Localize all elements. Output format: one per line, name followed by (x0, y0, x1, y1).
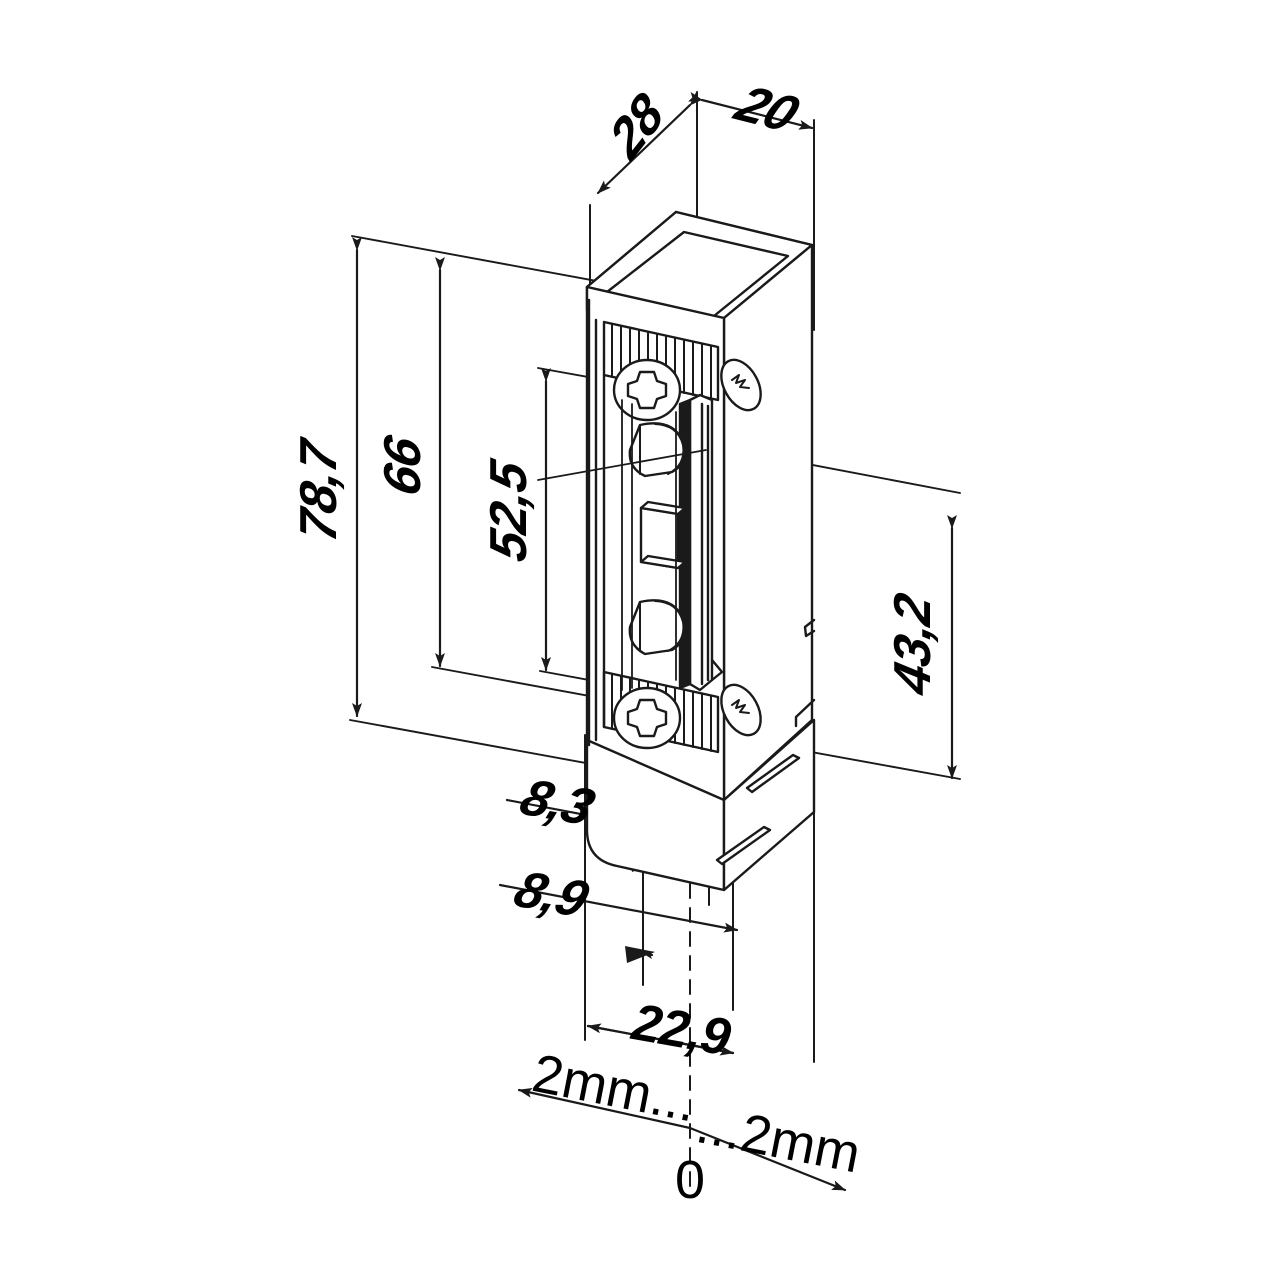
tolerance-labels: 2mm... ...2mm 0 (528, 1043, 865, 1210)
inner-guides (621, 399, 677, 691)
label-22-9: 22,9 (627, 993, 735, 1067)
faceplate-bottom-extension (585, 718, 816, 892)
label-2mm-right: ...2mm (692, 1094, 865, 1184)
label-78-7: 78,7 (290, 433, 348, 546)
electric-strike-assembly (537, 210, 816, 892)
label-28: 28 (600, 80, 674, 172)
faceplate-strip (587, 298, 606, 747)
screw-torx-upper (612, 358, 682, 422)
label-66: 66 (374, 430, 432, 500)
center-block (639, 500, 687, 570)
label-8-9: 8,9 (507, 861, 596, 928)
dimension-28 (596, 92, 703, 195)
tolerance-arrow-line (517, 1087, 847, 1192)
adjuster-marker-lower (720, 683, 762, 737)
roller-cam-lower (628, 599, 686, 656)
dimension-20 (688, 91, 814, 130)
screw-torx-lower (612, 686, 682, 750)
label-43-2: 43,2 (884, 589, 942, 700)
label-zero: 0 (675, 1150, 705, 1210)
adjuster-marker-upper (720, 358, 762, 412)
dimension-8-9 (498, 883, 739, 933)
leader-line (537, 449, 707, 481)
label-52-5: 52,5 (480, 455, 538, 566)
dimension-22-9 (586, 1023, 735, 1056)
housing-notch (794, 618, 816, 728)
label-20: 20 (726, 75, 808, 143)
